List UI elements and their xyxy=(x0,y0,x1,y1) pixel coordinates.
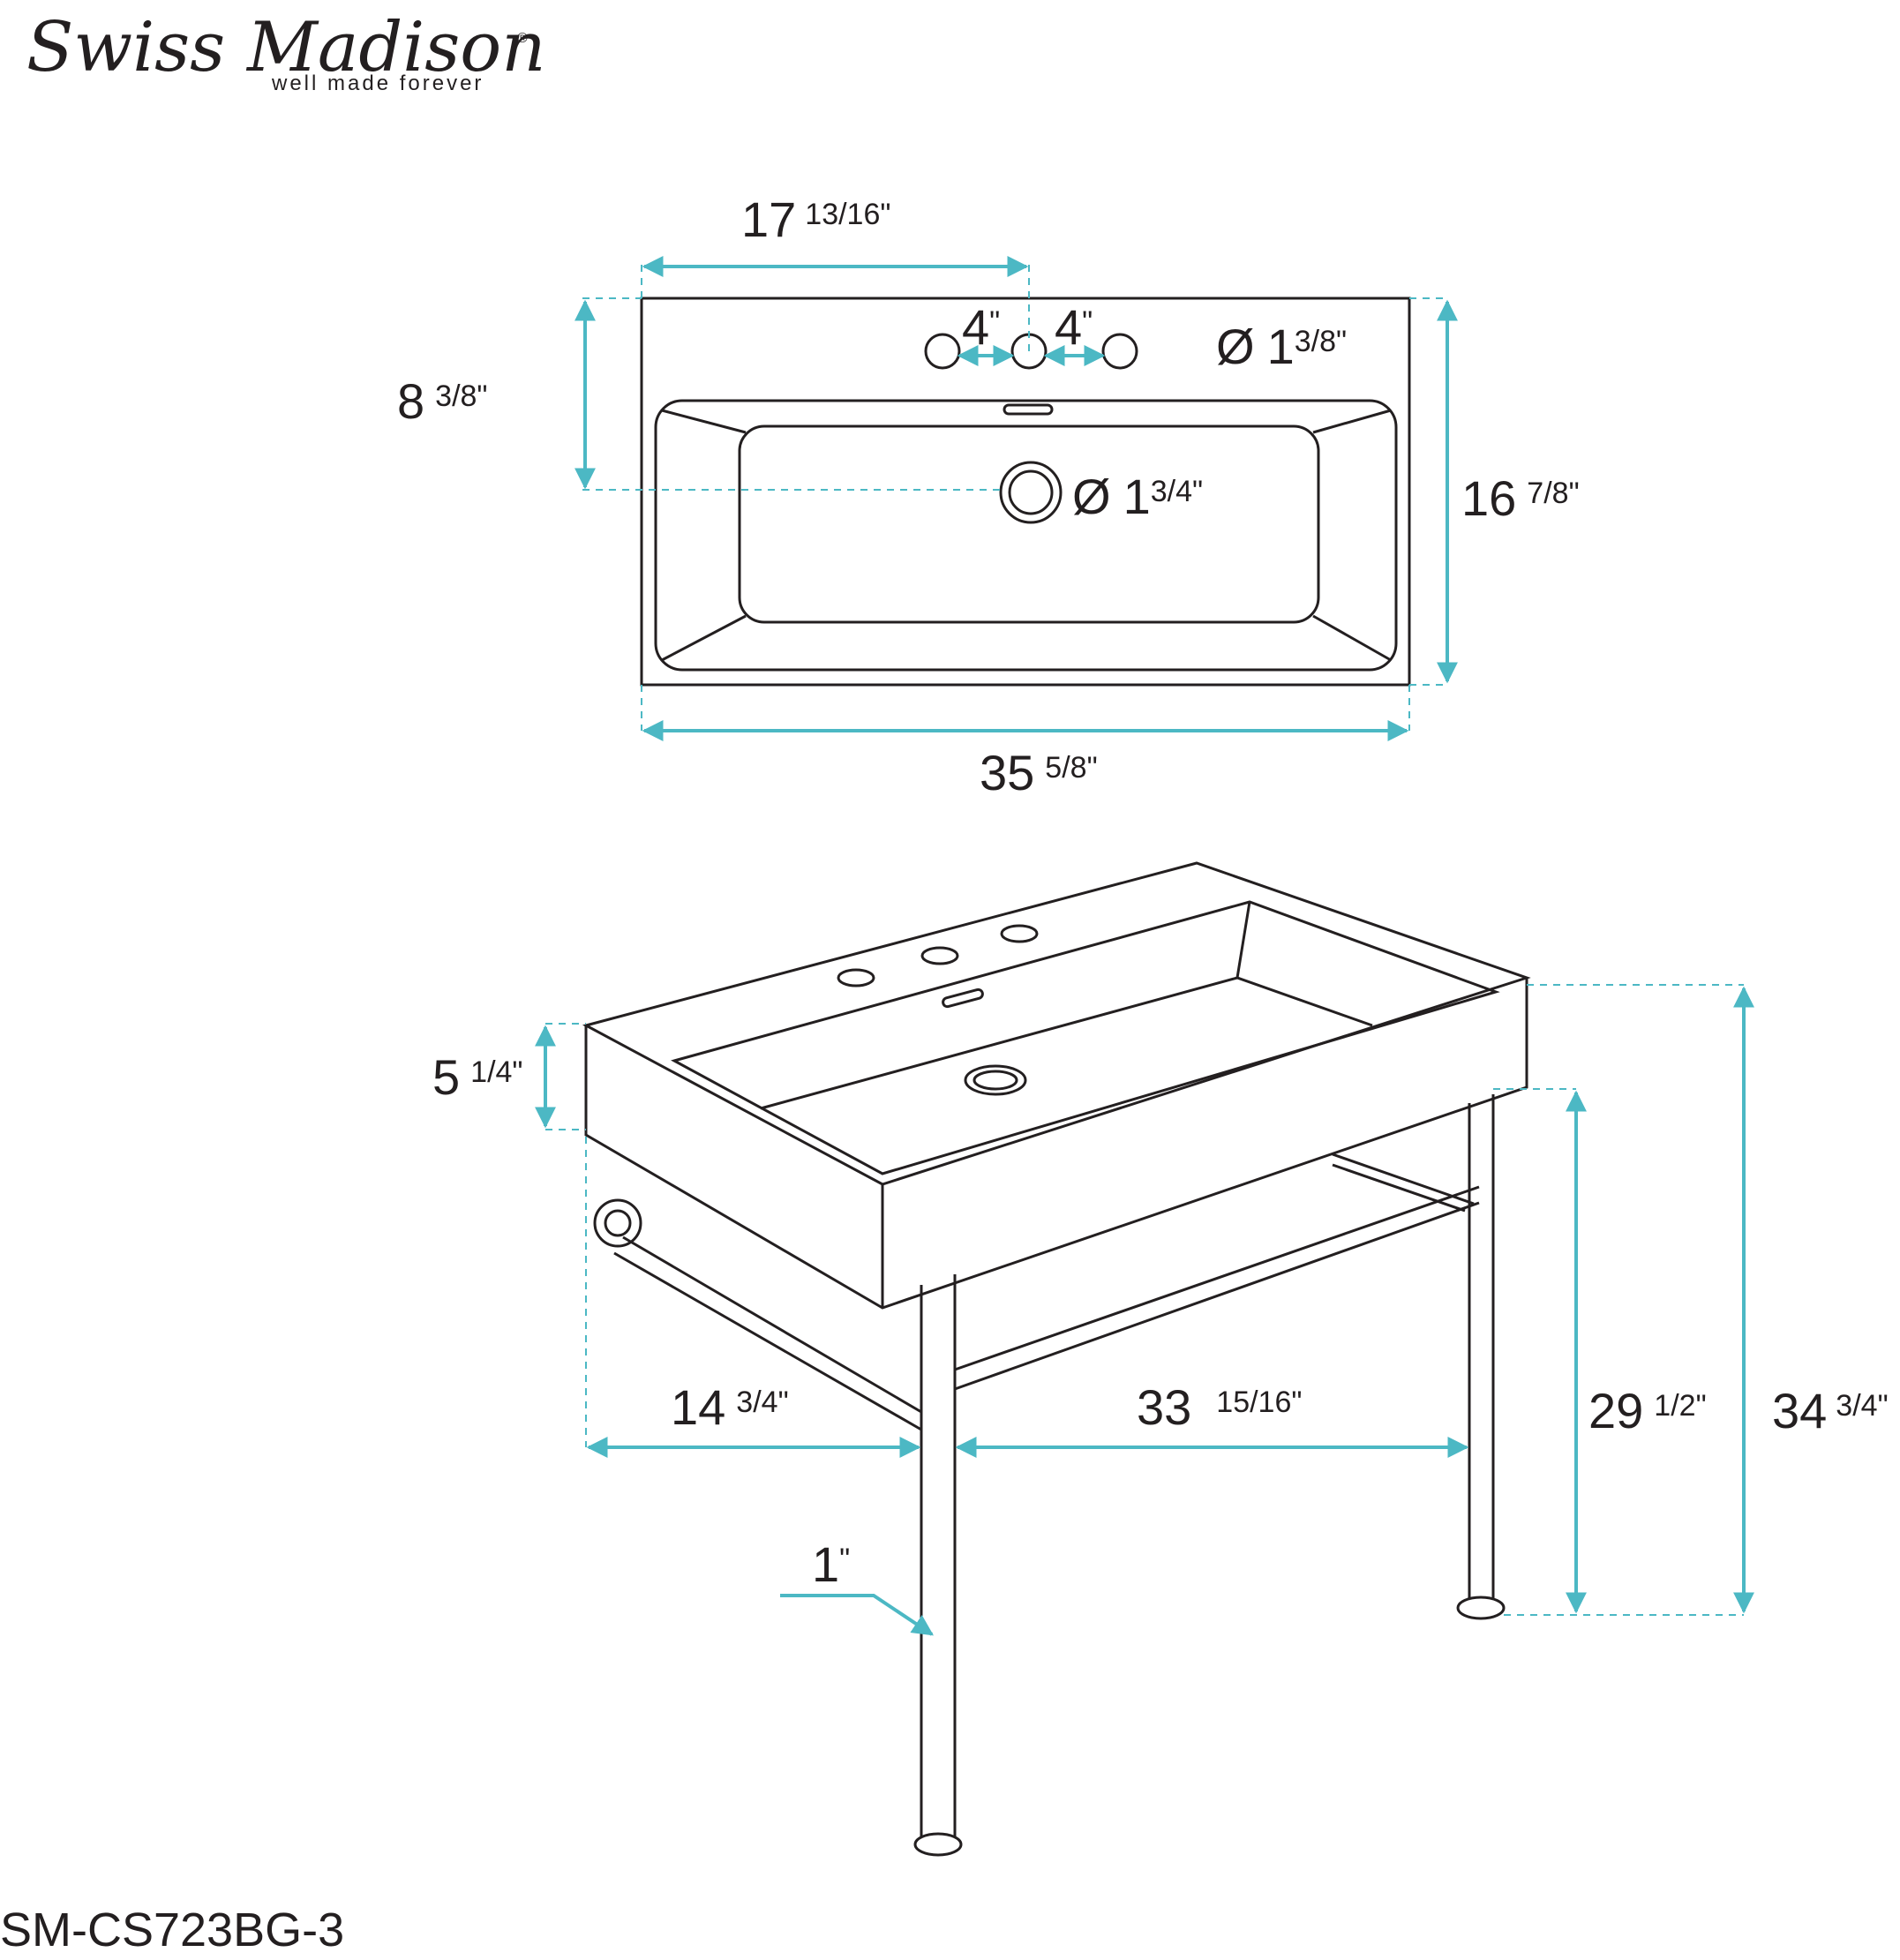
back-leg-foot xyxy=(1456,1596,1506,1620)
faucet-hole-right xyxy=(1101,333,1138,370)
dim-hole-spacing-left: 4" xyxy=(962,299,1000,355)
drain-top xyxy=(999,461,1063,524)
faucet-hole-left xyxy=(924,333,961,370)
basin-rim-top xyxy=(654,399,1398,672)
basin-rim xyxy=(671,900,1500,1175)
towel-bar-end xyxy=(593,1198,642,1248)
faucet-hole-right-3d xyxy=(1000,924,1039,943)
sink-outline-top xyxy=(640,297,1411,687)
basin-floor-top xyxy=(738,424,1320,624)
registered-mark: ® xyxy=(517,31,528,46)
faucet-hole-center-3d xyxy=(920,946,959,965)
brand-name: Swiss Madison xyxy=(26,8,545,87)
faucet-hole-left-3d xyxy=(837,968,875,988)
model-number: SM-CS723BG-3 xyxy=(0,1904,344,1956)
dim-leg-diameter: 1" xyxy=(812,1536,850,1592)
overflow-slot-top xyxy=(1003,403,1054,416)
overflow-slot-3d xyxy=(942,988,984,1009)
brand-tagline: well made forever xyxy=(271,71,484,95)
dim-line-leg-diameter xyxy=(780,1594,934,1636)
brand-logo: Swiss Madison well made forever ® xyxy=(26,8,545,95)
dim-hole-spacing-right: 4" xyxy=(1055,299,1093,355)
front-leg-foot xyxy=(913,1832,963,1857)
drain-3d xyxy=(964,1064,1027,1096)
